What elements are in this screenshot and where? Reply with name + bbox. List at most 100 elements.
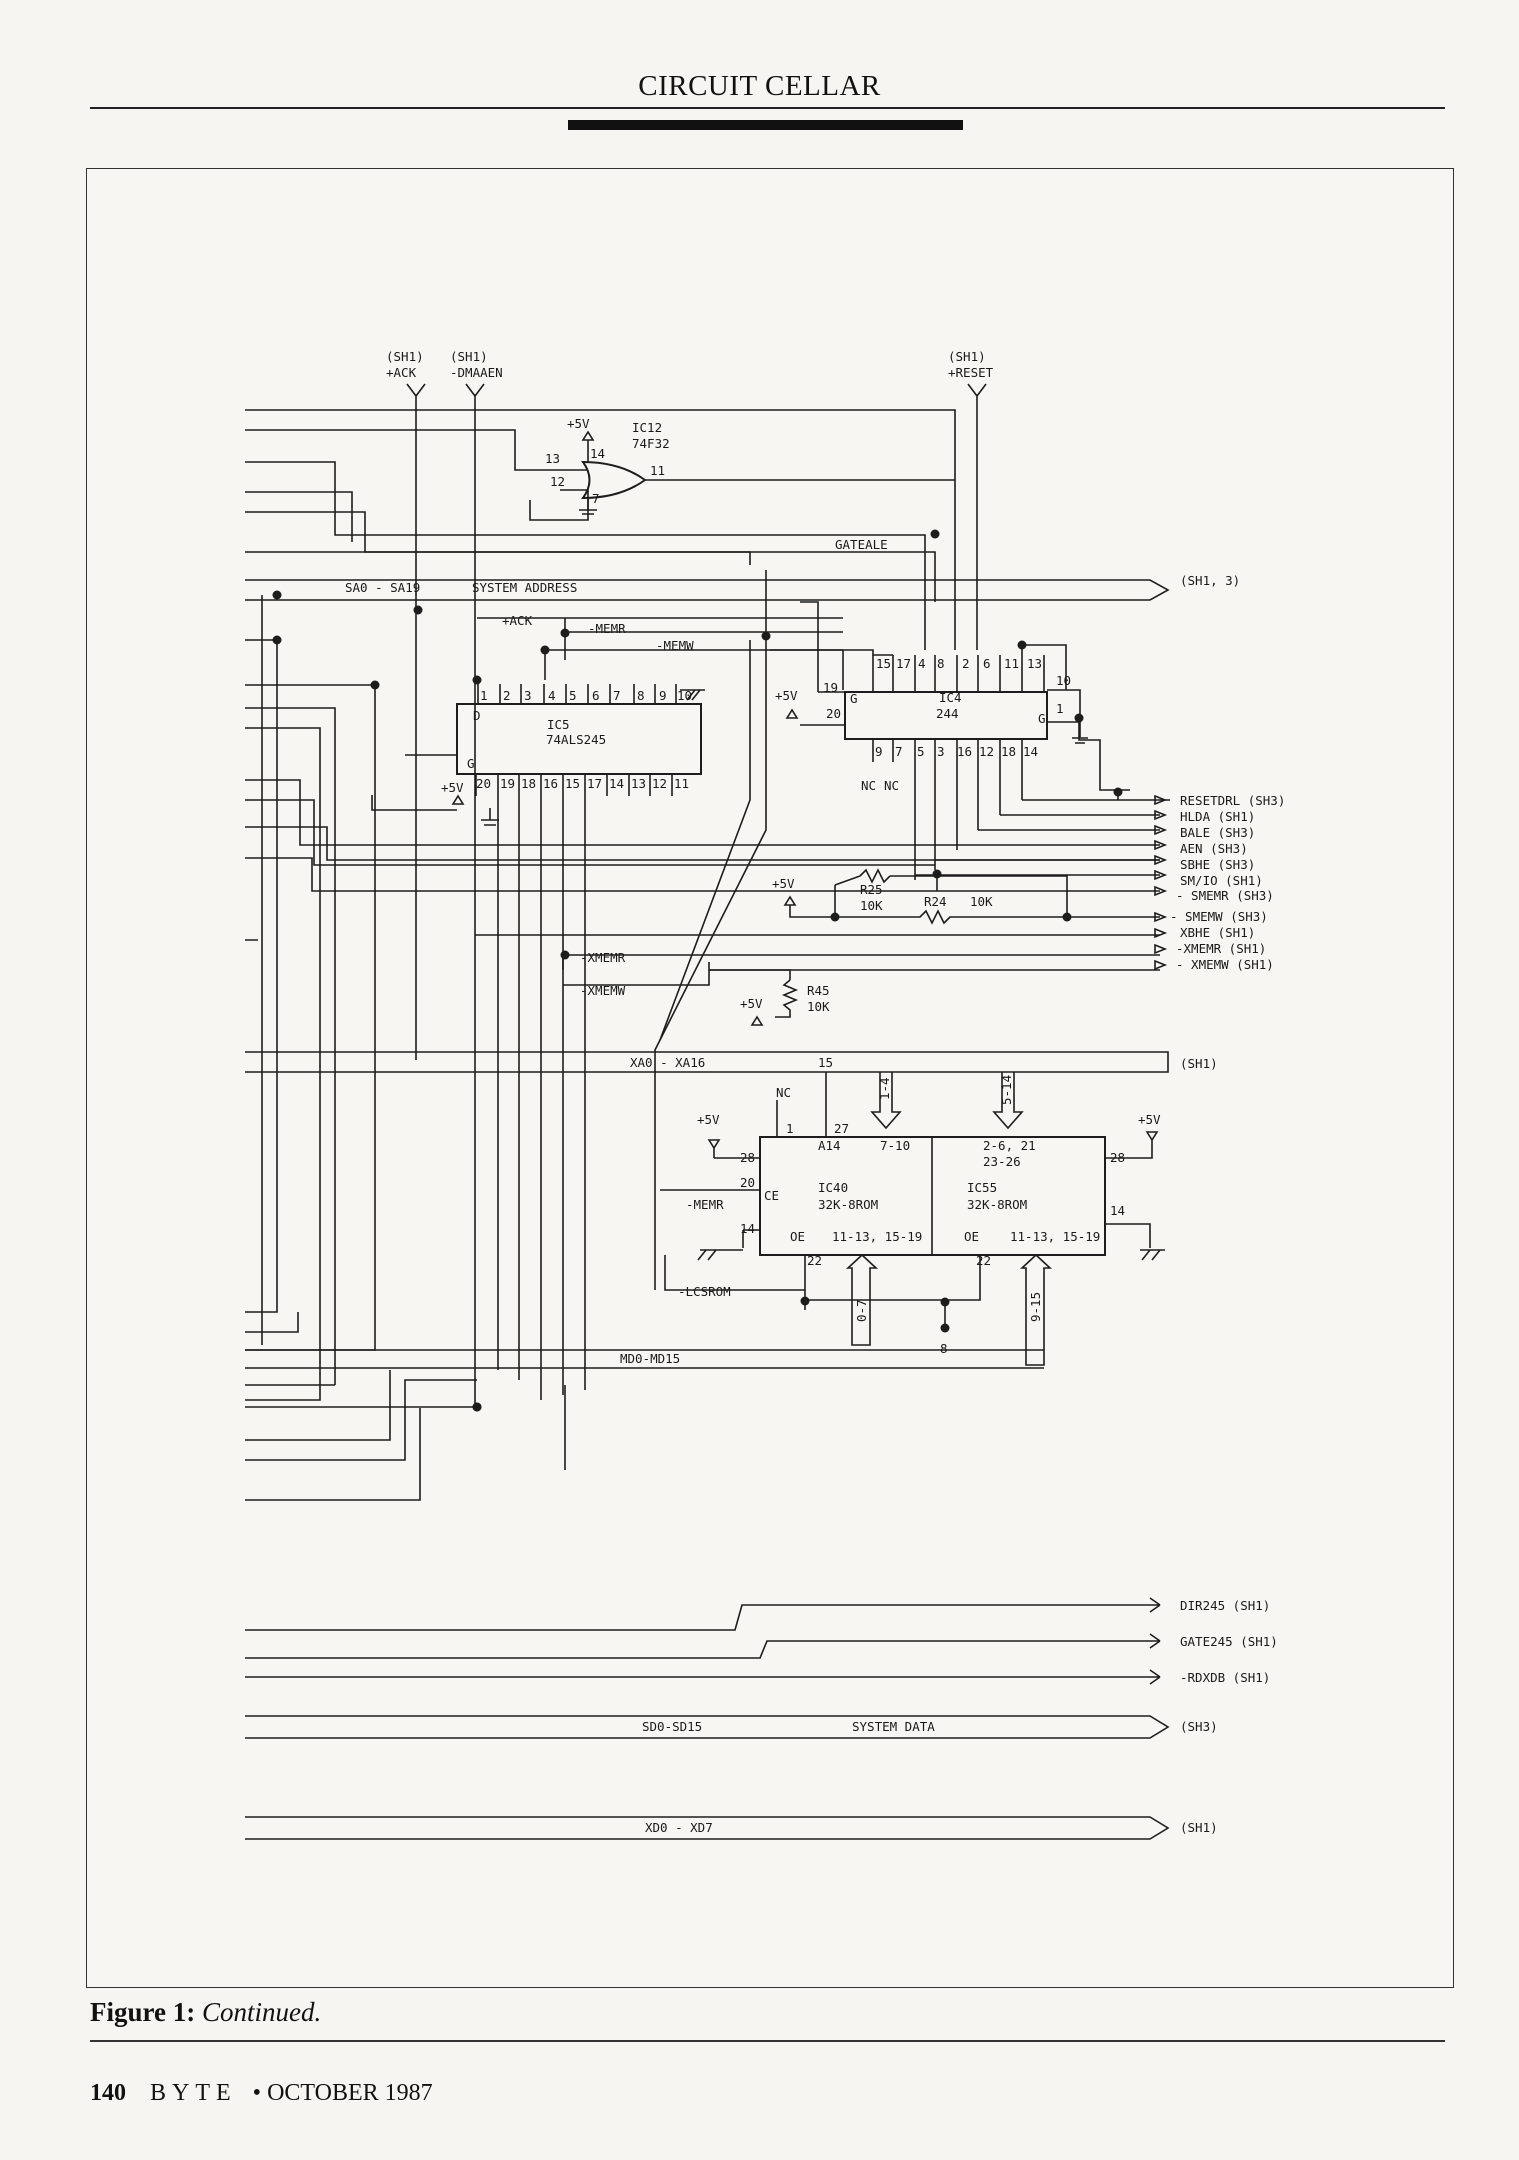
svg-text:9: 9 <box>659 688 667 703</box>
ic5-name: IC5 <box>547 717 570 732</box>
reset-sheet-ref: (SH1) <box>948 349 986 364</box>
svg-text:8: 8 <box>940 1341 948 1356</box>
svg-text:10: 10 <box>677 688 692 703</box>
ic55-part: 32K-8ROM <box>967 1197 1027 1212</box>
svg-text:14: 14 <box>1110 1203 1125 1218</box>
header-rule <box>90 107 1445 109</box>
ic12-part: 74F32 <box>632 436 670 451</box>
x-data-bus-dest: (SH1) <box>1180 1820 1218 1835</box>
footer-rule <box>90 2040 1445 2042</box>
svg-text:A14: A14 <box>818 1138 841 1153</box>
svg-text:12: 12 <box>550 474 565 489</box>
svg-text:17: 17 <box>587 776 602 791</box>
bale-output: BALE (SH3) <box>1180 825 1255 840</box>
ic12-name: IC12 <box>632 420 662 435</box>
ic4-buffer: IC4 244 G G +5V 19 20 10 1 15 17 4 8 2 6… <box>770 601 1088 880</box>
svg-text:15: 15 <box>565 776 580 791</box>
svg-text:20: 20 <box>826 706 841 721</box>
address-bus-dest: (SH1, 3) <box>1180 573 1240 588</box>
svg-text:+ACK: +ACK <box>502 613 533 628</box>
svg-text:11: 11 <box>674 776 689 791</box>
hlda-output: HLDA (SH1) <box>1180 809 1255 824</box>
or-gate-symbol <box>581 460 647 500</box>
svg-text:27: 27 <box>834 1121 849 1136</box>
svg-text:1: 1 <box>786 1121 794 1136</box>
svg-text:10: 10 <box>1056 673 1071 688</box>
r25-value: 10K <box>860 898 883 913</box>
page-header-title: CIRCUIT CELLAR <box>638 70 881 102</box>
svg-text:G: G <box>467 756 475 771</box>
svg-text:7: 7 <box>613 688 621 703</box>
smemw-output: - SMEMW (SH3) <box>1170 909 1268 924</box>
figure-frame <box>86 168 1454 1988</box>
svg-text:20: 20 <box>740 1175 755 1190</box>
system-data-bus: SD0-SD15 SYSTEM DATA (SH3) <box>245 1715 1218 1739</box>
svg-text:1: 1 <box>1056 701 1064 716</box>
svg-text:18: 18 <box>521 776 536 791</box>
svg-text:+5V: +5V <box>1138 1112 1161 1127</box>
svg-text:13: 13 <box>1027 656 1042 671</box>
svg-text:16: 16 <box>543 776 558 791</box>
svg-text:17: 17 <box>896 656 911 671</box>
caption-text: Continued. <box>201 1997 322 2027</box>
svg-text:NC: NC <box>861 778 876 793</box>
ic55-name: IC55 <box>967 1180 997 1195</box>
smio-output: SM/IO (SH1) <box>1180 873 1263 888</box>
svg-text:NC: NC <box>776 1085 791 1100</box>
address-bus-desc: SYSTEM ADDRESS <box>472 580 577 595</box>
svg-text:OE: OE <box>790 1229 805 1244</box>
svg-text:13: 13 <box>545 451 560 466</box>
ic5-part: 74ALS245 <box>546 732 606 747</box>
r45-pullup: R45 10K +5V <box>740 979 830 1026</box>
r25-name: R25 <box>860 882 883 897</box>
left-inputs: DIR245 (SH1) GATE245 (SH1) -RDXDB (SH1) <box>245 1597 1278 1685</box>
xmemr-output: -XMEMR (SH1) <box>1176 941 1266 956</box>
gate245-input: GATE245 (SH1) <box>1180 1634 1278 1649</box>
svg-text:-MEMR: -MEMR <box>588 621 626 636</box>
svg-text:14: 14 <box>1023 744 1038 759</box>
svg-text:+5V: +5V <box>697 1112 720 1127</box>
svg-text:8: 8 <box>637 688 645 703</box>
ack-label: +ACK <box>386 365 417 380</box>
xmemw-output: - XMEMW (SH1) <box>1176 957 1274 972</box>
svg-text:3: 3 <box>524 688 532 703</box>
ack-sheet-ref: (SH1) <box>386 349 424 364</box>
svg-text:5: 5 <box>569 688 577 703</box>
svg-text:9-15: 9-15 <box>1028 1292 1043 1322</box>
r45-value: 10K <box>807 999 830 1014</box>
magazine-name: BYTE <box>150 2080 237 2106</box>
svg-text:7: 7 <box>592 491 600 506</box>
svg-text:23-26: 23-26 <box>983 1154 1021 1169</box>
svg-text:12: 12 <box>652 776 667 791</box>
dmaaen-line <box>465 383 485 1410</box>
x-address-bus-dest: (SH1) <box>1180 1056 1218 1071</box>
gateale-label: GATEALE <box>835 537 888 552</box>
svg-text:NC: NC <box>884 778 899 793</box>
xbhe-output: XBHE (SH1) <box>1180 925 1255 940</box>
aen-output: AEN (SH3) <box>1180 841 1248 856</box>
svg-text:3: 3 <box>937 744 945 759</box>
svg-text:1-4: 1-4 <box>877 1077 892 1100</box>
svg-text:CE: CE <box>764 1188 779 1203</box>
svg-text:19: 19 <box>500 776 515 791</box>
x-address-bus-pin: 15 <box>818 1055 833 1070</box>
rom-memr-label: -MEMR <box>686 1197 724 1212</box>
ic40-name: IC40 <box>818 1180 848 1195</box>
rom-block: IC40 32K-8ROM IC55 32K-8ROM NC 1 27 28 2… <box>660 1072 1165 1366</box>
svg-text:6: 6 <box>983 656 991 671</box>
svg-text:11-13, 15-19: 11-13, 15-19 <box>1010 1229 1100 1244</box>
ic4-name: IC4 <box>939 690 962 705</box>
system-data-bus-dest: (SH3) <box>1180 1719 1218 1734</box>
issue-date: OCTOBER 1987 <box>267 2080 433 2106</box>
svg-text:14: 14 <box>609 776 624 791</box>
svg-text:4: 4 <box>548 688 556 703</box>
footer-separator: • <box>252 2080 262 2106</box>
svg-text:D: D <box>473 708 481 723</box>
svg-text:G: G <box>1038 711 1046 726</box>
header-accent-bar <box>568 120 963 130</box>
svg-text:+5V: +5V <box>441 780 464 795</box>
svg-text:6: 6 <box>592 688 600 703</box>
rdxdb-input: -RDXDB (SH1) <box>1180 1670 1270 1685</box>
reset-line <box>967 383 987 650</box>
ic5-bottom-pins: 20 19 18 16 15 17 14 13 12 11 <box>475 774 689 796</box>
